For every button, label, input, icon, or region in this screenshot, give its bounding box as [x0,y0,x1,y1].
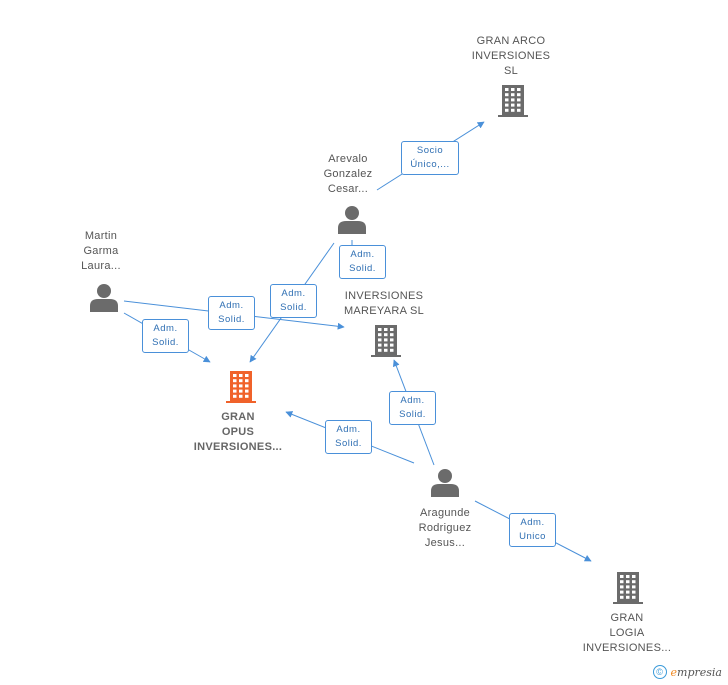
label-line: Gonzalez [323,168,373,180]
label-line: Solid. [280,302,307,313]
label-line: INVERSIONES... [582,642,672,654]
label-line: Solid. [399,409,426,420]
edge-label-martin-gran-opus[interactable]: Adm. Solid. [142,319,189,353]
label-line: INVERSIONES [344,290,424,302]
label-line: Adm. [153,323,178,334]
building-icon[interactable] [613,572,643,604]
logo-e: e [670,665,678,679]
node-label-gran-arco[interactable]: GRAN ARCO INVERSIONES SL [446,34,576,79]
label-line: LOGIA [609,627,645,639]
label-line: Socio [416,145,444,156]
edge-label-aragunde-gran-logia[interactable]: Adm. Unico [509,513,556,547]
label-line: INVERSIONES... [193,441,283,453]
person-icon[interactable] [90,284,118,312]
label-line: GRAN [221,411,255,423]
copyright-icon: © [652,665,667,679]
label-line: Laura... [81,260,121,272]
label-line: Solid. [152,337,179,348]
label-line: OPUS [221,426,255,438]
label-line: Arevalo [328,153,368,165]
empresia-logo[interactable]: empresia [671,666,722,679]
node-label-mareyara[interactable]: INVERSIONES MAREYARA SL [319,289,449,319]
edge-label-arevalo-gran-opus[interactable]: Adm. Solid. [270,284,317,318]
icons-layer [90,85,643,604]
label-line: GRAN [610,612,644,624]
building-icon[interactable] [226,371,256,403]
edge-label-martin-mareyara[interactable]: Adm. Solid. [208,296,255,330]
label-line: Solid. [335,438,362,449]
label-line: Jesus... [424,537,466,549]
label-line: Unico [519,531,546,542]
edge-label-aragunde-gran-opus[interactable]: Adm. Solid. [325,420,372,454]
label-line: Adm. [400,395,425,406]
edge-label-aragunde-mareyara[interactable]: Adm. Solid. [389,391,436,425]
label-line: Adm. [219,300,244,311]
label-line: Aragunde [419,507,471,519]
node-label-gran-opus[interactable]: GRAN OPUS INVERSIONES... [173,410,303,455]
label-line: MAREYARA SL [343,305,425,317]
edge-label-arevalo-mareyara[interactable]: Adm. Solid. [339,245,386,279]
label-line: Solid. [218,314,245,325]
node-label-gran-logia[interactable]: GRAN LOGIA INVERSIONES... [562,611,692,656]
label-line: Garma [83,245,119,257]
label-line: Único,... [410,159,450,170]
label-line: Adm. [520,517,545,528]
label-line: INVERSIONES [471,50,551,62]
label-line: GRAN ARCO [476,35,546,47]
label-line: SL [503,65,519,77]
label-line: Adm. [281,288,306,299]
person-icon[interactable] [338,206,366,234]
person-icon[interactable] [431,469,459,497]
label-line: Solid. [349,263,376,274]
label-line: Martin [84,230,118,242]
logo-rest: mpresia [677,665,722,679]
footer-credit: © empresia [652,665,722,679]
label-line: Adm. [350,249,375,260]
label-line: Adm. [336,424,361,435]
building-icon[interactable] [371,325,401,357]
label-line: Cesar... [327,183,369,195]
building-icon[interactable] [498,85,528,117]
label-line: Rodriguez [418,522,472,534]
